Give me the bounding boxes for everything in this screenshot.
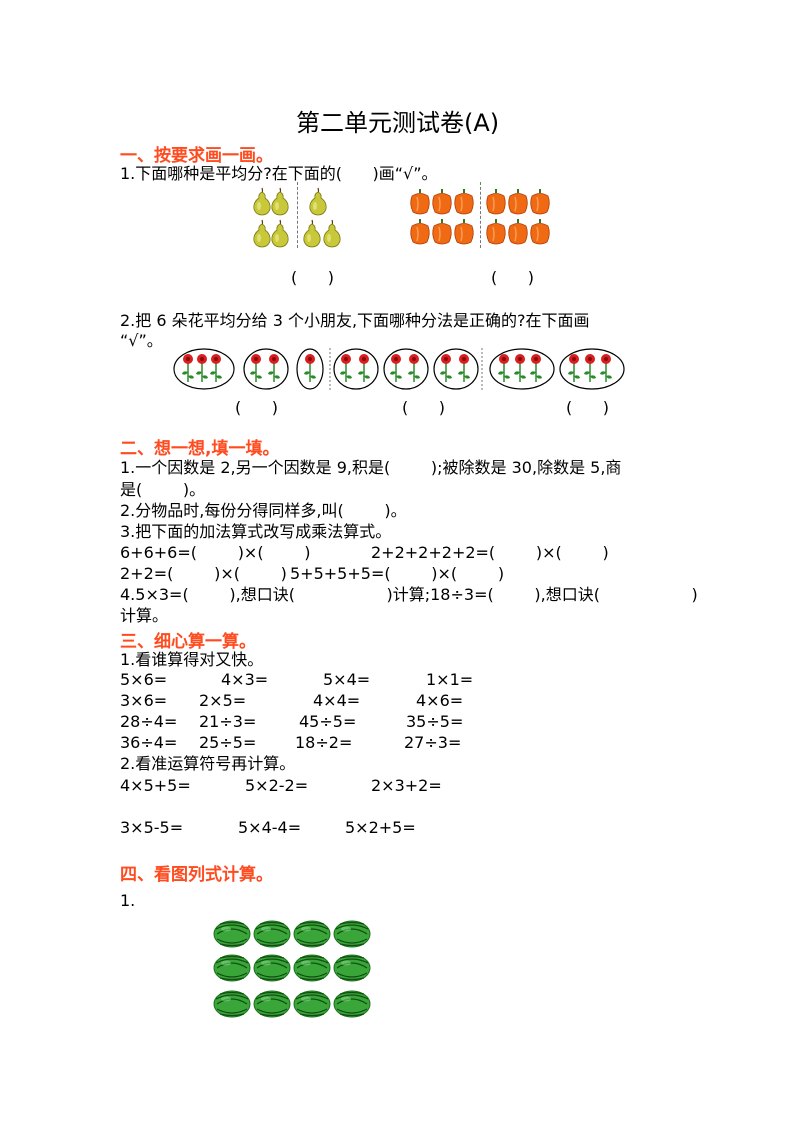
fill-line-5b: 2+2+2+2+2=( )×( ) [371, 543, 609, 562]
question-2-text: 2.把 6 朵花平均分给 3 个小朋友,下面哪种分法是正确的?在下面画 [120, 311, 590, 330]
fill-line-6b: 5+5+5+5=( )×( ) [290, 564, 505, 583]
calc-item: 2×5= [199, 691, 247, 710]
answer-blank-2a[interactable]: ( ) [235, 398, 278, 417]
section-heading-1: 一、按要求画一画。 [120, 146, 273, 166]
calc-heading-1: 1.看谁算得对又快。 [120, 650, 264, 669]
section-heading-2: 二、想一想,填一填。 [120, 439, 280, 459]
calc-item: 36÷4= [120, 733, 178, 752]
question-2-text-cont: “√”。 [120, 331, 163, 350]
pear-icon-set [253, 187, 341, 248]
divider-line [297, 182, 298, 248]
calc-item: 28÷4= [120, 712, 178, 731]
watermelon-grid-image [213, 920, 371, 1018]
page-title: 第二单元测试卷(A) [296, 109, 500, 137]
picture-question-number: 1. [120, 891, 136, 910]
fill-line-1: 1.一个因数是 2,另一个因数是 9,积是( );被除数是 30,除数是 5,商 [120, 458, 622, 477]
calc-item: 4×6= [416, 691, 464, 710]
section-heading-3: 三、细心算一算。 [120, 632, 256, 652]
pepper-icon-set [409, 188, 550, 245]
divider-line [480, 182, 481, 248]
calc-heading-2: 2.看准运算符号再计算。 [120, 754, 296, 773]
calc-item: 21÷3= [199, 712, 257, 731]
answer-blank-1b[interactable]: ( ) [491, 268, 534, 287]
calc-item: 3×5-5= [120, 818, 184, 837]
calc-item: 45÷5= [299, 712, 357, 731]
fill-line-6a: 2+2=( )×( ) [120, 564, 287, 583]
fill-line-5a: 6+6+6=( )×( ) [120, 543, 311, 562]
fill-line-3: 2.分物品时,每份分得同样多,叫( )。 [120, 501, 407, 520]
fill-line-7: 4.5×3=( ),想口诀( )计算;18÷3=( ),想口诀( ) [120, 585, 698, 604]
calc-item: 5×6= [120, 670, 168, 689]
fill-line-4: 3.把下面的加法算式改写成乘法算式。 [120, 522, 392, 541]
calc-item: 18÷2= [295, 733, 353, 752]
answer-blank-2b[interactable]: ( ) [402, 398, 445, 417]
answer-blank-2c[interactable]: ( ) [566, 398, 609, 417]
section-heading-4: 四、看图列式计算。 [120, 865, 273, 885]
question-1-text: 1.下面哪种是平均分?在下面的( )画“√”。 [120, 164, 438, 183]
calc-item: 3×6= [120, 691, 168, 710]
calc-item: 1×1= [426, 670, 474, 689]
calc-item: 5×2-2= [245, 776, 309, 795]
calc-item: 35÷5= [406, 712, 464, 731]
calc-item: 5×4= [323, 670, 371, 689]
flower-groups-image [173, 348, 625, 390]
calc-item: 27÷3= [404, 733, 462, 752]
fill-line-8: 计算。 [120, 606, 169, 625]
answer-blank-1a[interactable]: ( ) [291, 268, 334, 287]
calc-item: 4×3= [221, 670, 269, 689]
calc-item: 25÷5= [199, 733, 257, 752]
calc-item: 2×3+2= [371, 776, 442, 795]
calc-item: 4×5+5= [120, 776, 191, 795]
calc-item: 5×2+5= [345, 818, 416, 837]
fill-line-2: 是( )。 [120, 480, 206, 499]
calc-item: 5×4-4= [238, 818, 302, 837]
calc-item: 4×4= [313, 691, 361, 710]
